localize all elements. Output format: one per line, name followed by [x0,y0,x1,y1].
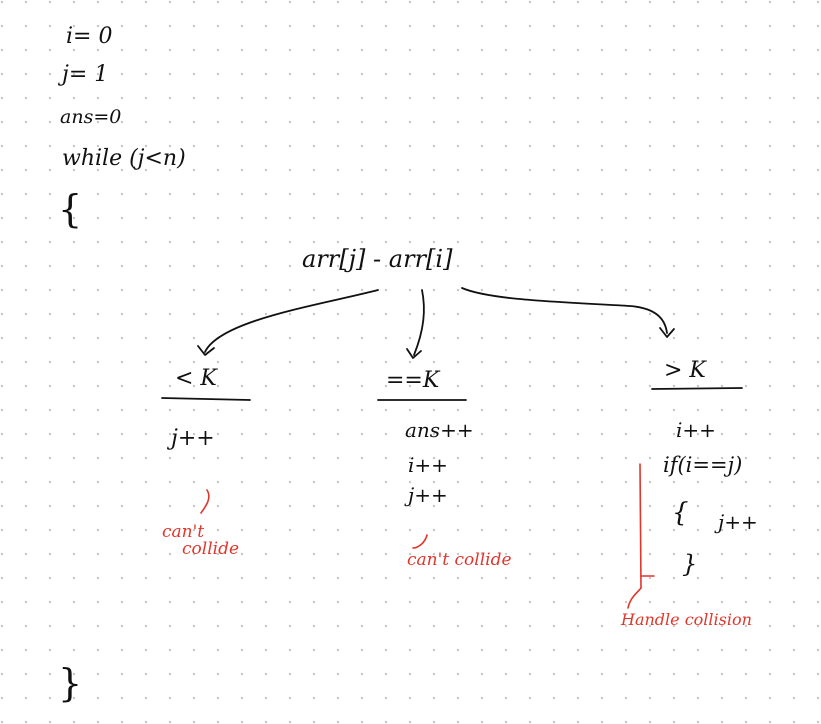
pointer-middle-note [412,534,428,549]
branch-less-condition: < K [175,366,217,391]
branch-less-action: j++ [171,426,215,451]
arrowhead-equal [406,348,422,359]
branch-greater-open-brace: { [672,498,689,528]
branch-greater-condition: > K [664,358,706,383]
arrowhead-greater [659,327,675,338]
branch-equal-action-1: ans++ [405,418,474,442]
branch-less-note-2: collide [182,539,240,559]
underline-less [161,397,251,401]
root-expression: arr[j] - arr[i] [302,245,453,273]
branch-greater-close-brace: } [682,550,698,578]
init-i-line: i= 0 [66,24,113,49]
branch-equal-condition: ==K [386,368,440,393]
arrow-to-less [204,289,379,353]
branch-greater-if: if(i==j) [663,453,743,477]
while-line: while (j<n) [62,146,186,171]
collision-bracket [639,463,642,589]
init-j-line: j= 1 [62,62,109,87]
branch-equal-action-3: j++ [408,483,448,507]
branch-greater-note: Handle collision [621,610,752,629]
branch-less-note-1: can't [162,522,205,542]
init-ans-line: ans=0 [60,106,122,128]
pointer-left-note [200,489,210,514]
branch-equal-note: can't collide [407,550,512,570]
arrow-to-greater [461,287,668,334]
arrow-to-equal [413,289,425,356]
close-brace: } [58,661,83,705]
collision-bracket-pointer [627,587,642,609]
branch-greater-action-1: i++ [676,418,716,442]
branch-greater-inner-action: j++ [718,510,758,534]
underline-greater [651,387,743,390]
branch-equal-action-2: i++ [408,453,448,477]
arrowhead-less [197,345,215,356]
open-brace: { [58,187,83,231]
